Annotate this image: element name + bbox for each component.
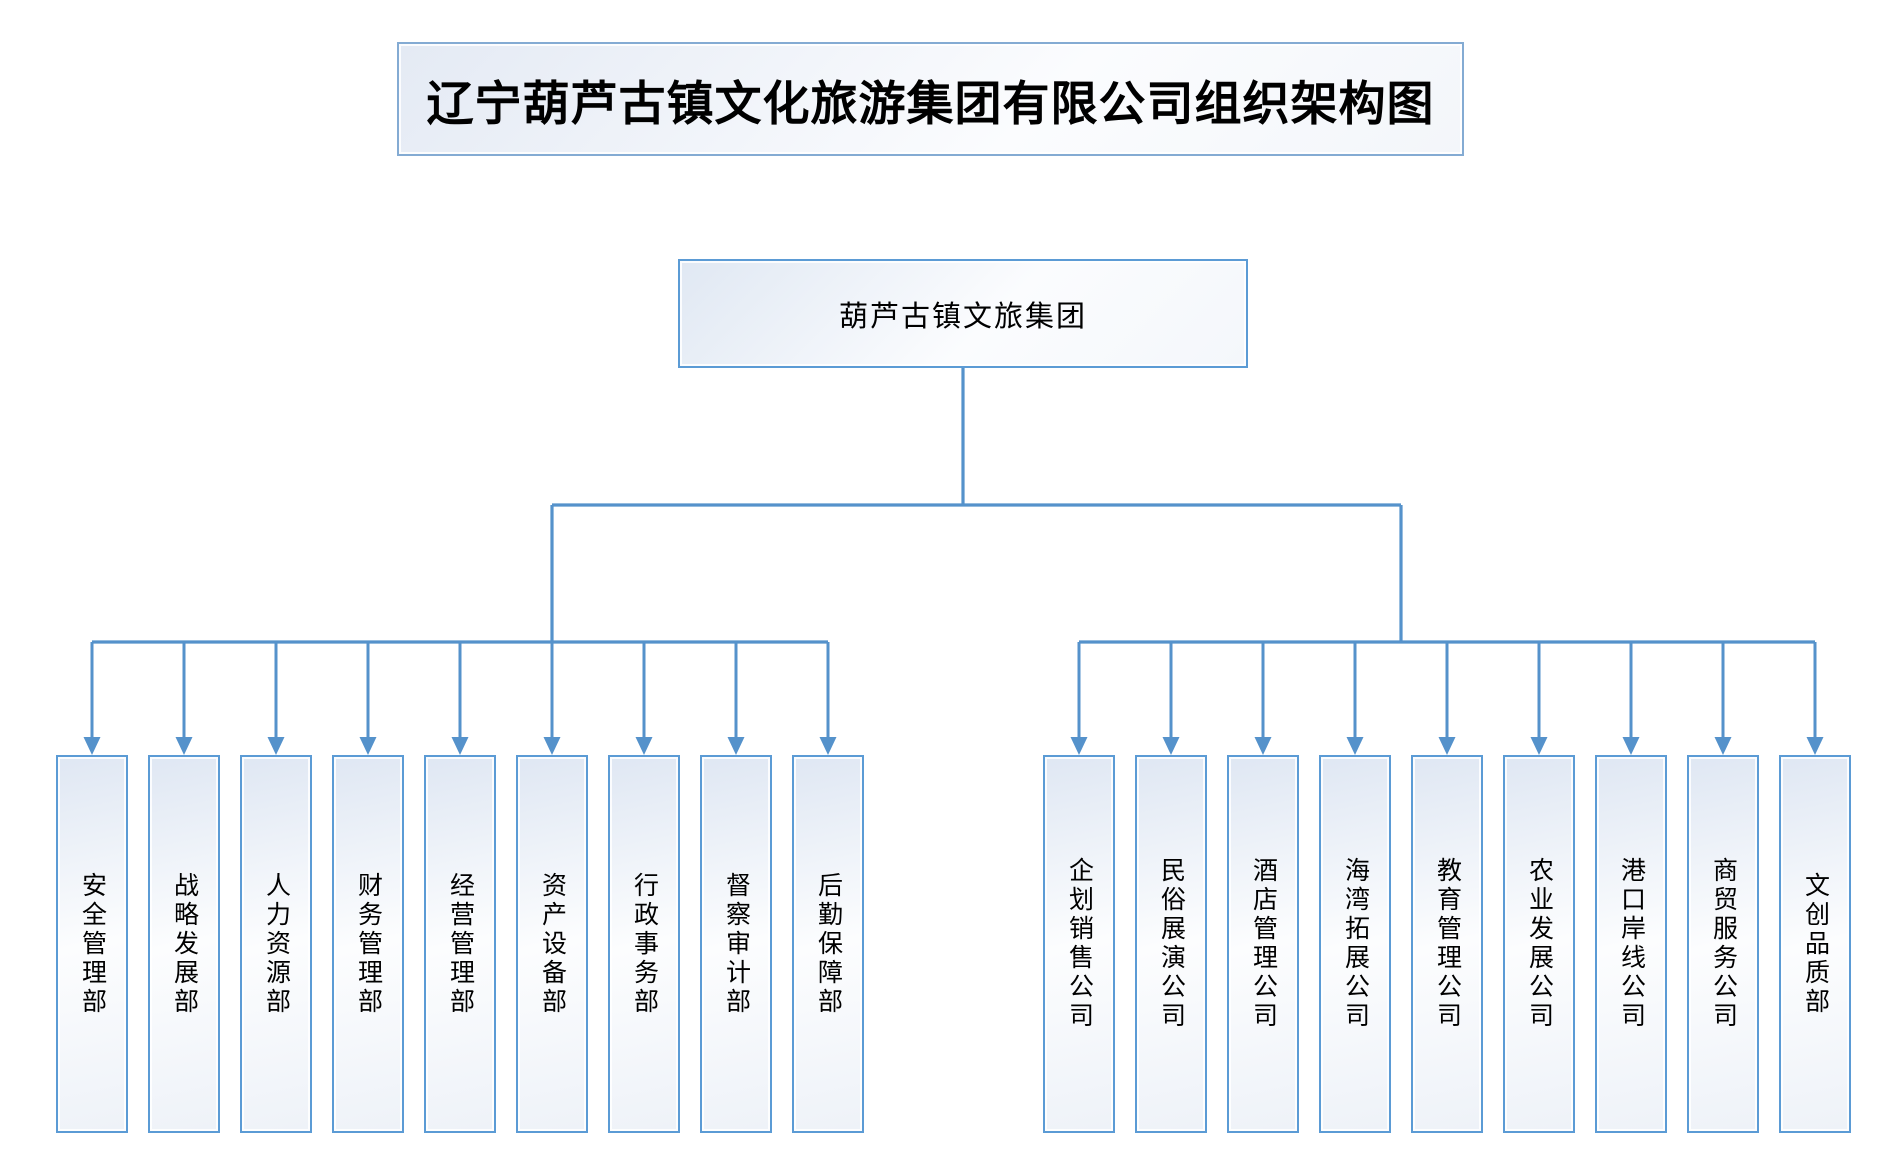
department-node-label: 战略发展部 <box>170 871 199 1017</box>
root-node: 葫芦古镇文旅集团 <box>678 259 1248 368</box>
tree-trunk-lines <box>92 368 1815 644</box>
subsidiary-node-label: 企划销售公司 <box>1065 857 1094 1031</box>
department-node-7: 行政事务部 <box>608 755 680 1133</box>
root-node-label: 葫芦古镇文旅集团 <box>838 300 1087 333</box>
department-node-label: 经营管理部 <box>446 871 475 1017</box>
subsidiary-node-5: 教育管理公司 <box>1411 755 1483 1133</box>
subsidiary-node-4: 海湾拓展公司 <box>1319 755 1391 1133</box>
subsidiary-node-label: 酒店管理公司 <box>1249 857 1278 1031</box>
department-node-8: 督察审计部 <box>700 755 772 1133</box>
department-node-label: 资产设备部 <box>538 871 567 1017</box>
subsidiary-node-6: 农业发展公司 <box>1503 755 1575 1133</box>
subsidiary-node-1: 企划销售公司 <box>1043 755 1115 1133</box>
subsidiary-node-2: 民俗展演公司 <box>1135 755 1207 1133</box>
department-node-1: 安全管理部 <box>56 755 128 1133</box>
arrow-stems <box>90 642 1817 740</box>
subsidiary-node-label: 海湾拓展公司 <box>1341 857 1370 1031</box>
subsidiary-node-9: 文创品质部 <box>1779 755 1851 1133</box>
subsidiary-node-label: 教育管理公司 <box>1433 857 1462 1031</box>
departments-group: 安全管理部 战略发展部 人力资源部 财务管理部 经营管理部 资产设备部 行政事务… <box>56 755 864 1133</box>
department-node-label: 行政事务部 <box>630 871 659 1017</box>
department-node-label: 后勤保障部 <box>814 871 843 1017</box>
department-node-label: 人力资源部 <box>262 871 291 1017</box>
subsidiary-node-7: 港口岸线公司 <box>1595 755 1667 1133</box>
subsidiary-node-label: 商贸服务公司 <box>1709 857 1738 1031</box>
chart-title-box: 辽宁葫芦古镇文化旅游集团有限公司组织架构图 <box>397 42 1464 156</box>
subsidiary-node-8: 商贸服务公司 <box>1687 755 1759 1133</box>
subsidiary-node-label: 文创品质部 <box>1801 871 1830 1017</box>
subsidiary-node-label: 农业发展公司 <box>1525 857 1554 1031</box>
department-node-6: 资产设备部 <box>516 755 588 1133</box>
department-node-label: 督察审计部 <box>722 871 751 1017</box>
chart-title: 辽宁葫芦古镇文化旅游集团有限公司组织架构图 <box>426 76 1435 130</box>
arrow-heads <box>83 737 1824 755</box>
subsidiaries-group: 企划销售公司 民俗展演公司 酒店管理公司 海湾拓展公司 教育管理公司 农业发展公… <box>1043 755 1851 1133</box>
department-node-9: 后勤保障部 <box>792 755 864 1133</box>
department-node-3: 人力资源部 <box>240 755 312 1133</box>
department-node-label: 财务管理部 <box>354 871 383 1017</box>
subsidiary-node-3: 酒店管理公司 <box>1227 755 1299 1133</box>
department-node-label: 安全管理部 <box>78 871 107 1017</box>
department-node-2: 战略发展部 <box>148 755 220 1133</box>
department-node-5: 经营管理部 <box>424 755 496 1133</box>
department-node-4: 财务管理部 <box>332 755 404 1133</box>
subsidiary-node-label: 民俗展演公司 <box>1157 857 1186 1031</box>
subsidiary-node-label: 港口岸线公司 <box>1617 857 1646 1031</box>
